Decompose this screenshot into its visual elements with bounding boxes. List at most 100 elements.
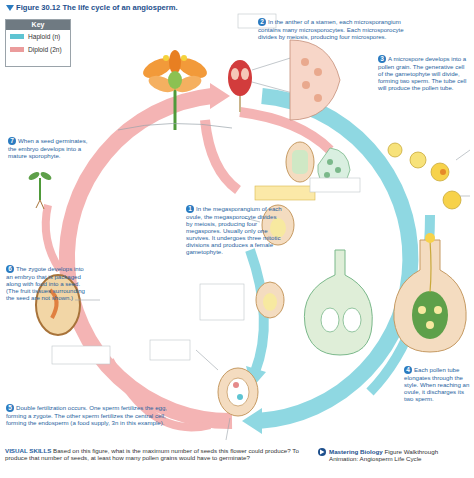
- step-callout: 2In the anther of a stamen, each microsp…: [258, 18, 422, 40]
- ovules: [286, 142, 314, 182]
- legend-swatch: [10, 34, 24, 39]
- flower: [181, 55, 187, 61]
- microsporangium: [290, 40, 350, 190]
- ovaries-with-pollen-tube: [418, 306, 426, 314]
- legend-swatch: [10, 47, 24, 52]
- ovaries-with-pollen-tube: [434, 306, 442, 314]
- step-text: In the anther of a stamen, each microspo…: [258, 18, 404, 40]
- callout-number: 5: [6, 404, 14, 412]
- pollen-grains: [431, 163, 449, 181]
- cycle-arrows: [46, 205, 60, 270]
- blank-label-boxes: [52, 14, 360, 364]
- pollen-grains: [410, 152, 426, 168]
- microsporangium: [324, 172, 330, 178]
- ovaries-with-pollen-tube: [430, 240, 431, 292]
- seedling: [27, 170, 52, 209]
- blank-label-boxes: [255, 186, 315, 200]
- callout-number: 3: [378, 55, 386, 63]
- pollen-grains: [388, 143, 470, 209]
- cycle-arrows: [205, 120, 238, 190]
- ovules: [263, 293, 277, 311]
- seedling: [36, 200, 44, 209]
- microsporangium: [335, 167, 341, 173]
- mastering-link: Mastering Biology Figure WalkthroughAnim…: [329, 448, 471, 463]
- flower: [169, 50, 181, 74]
- double-fertilization: [218, 368, 258, 416]
- anther: [231, 68, 239, 80]
- anther: [239, 95, 241, 112]
- legend-box: KeyHaploid (n) Diploid (2n): [5, 19, 71, 67]
- flower: [118, 123, 232, 130]
- anther: [228, 60, 252, 96]
- cycle-arrows: [240, 112, 330, 150]
- callout-number: 4: [404, 366, 412, 374]
- step-callout: 7When a seed germinates, the embryo deve…: [8, 137, 88, 159]
- ovules: [292, 150, 308, 174]
- legend-row: Haploid (n): [6, 30, 70, 43]
- double-fertilization: [237, 394, 243, 400]
- double-fertilization: [233, 382, 239, 388]
- ovaries-with-pollen-tube: [304, 250, 372, 355]
- seedling: [39, 178, 41, 200]
- callout-number: 1: [186, 205, 194, 213]
- figure-title: Figure 30.12 The life cycle of an angios…: [16, 3, 178, 12]
- microsporangium: [314, 68, 322, 76]
- seed: [75, 300, 100, 301]
- step-callout: 5Double fertilization occurs. One sperm …: [6, 404, 172, 426]
- cycle-arrows: [46, 83, 430, 434]
- ovules: [256, 282, 284, 318]
- legend-heading: Key: [6, 20, 70, 30]
- ovaries-with-pollen-tube: [321, 308, 339, 332]
- pollen-grains: [456, 150, 470, 160]
- title-marker: [6, 5, 14, 11]
- ovaries-with-pollen-tube: [426, 321, 434, 329]
- ovaries-with-pollen-tube: [304, 233, 466, 355]
- pollen-grains: [443, 191, 461, 209]
- blank-label-boxes: [52, 346, 110, 364]
- double-fertilization: [226, 418, 230, 440]
- microsporangium: [327, 159, 333, 165]
- legend-text: Diploid (2n): [28, 46, 62, 53]
- link-arrow: [318, 448, 326, 456]
- step-callout: 4Each pollen tube elongates through the …: [404, 366, 472, 402]
- legend-text: Haploid (n): [28, 33, 60, 40]
- cycle-arrows: [210, 83, 230, 109]
- pollen-grains: [440, 169, 446, 175]
- callout-number: 7: [8, 137, 16, 145]
- ovaries-with-pollen-tube: [412, 291, 448, 339]
- pollen-grains: [460, 196, 470, 197]
- visual-skills-heading: VISUAL SKILLS: [5, 447, 51, 454]
- anther: [241, 68, 249, 80]
- link-source: Mastering Biology: [329, 448, 383, 455]
- flower: [168, 71, 182, 89]
- link-arrow: [320, 450, 325, 455]
- microsporangium: [302, 81, 310, 89]
- legend-title: Key: [32, 21, 45, 28]
- step-text: Double fertilization occurs. One sperm f…: [6, 404, 167, 426]
- blank-label-boxes: [200, 284, 244, 320]
- step-text: A microspore develops into a pollen grai…: [378, 55, 466, 91]
- seed: [50, 290, 57, 318]
- flower: [163, 55, 169, 61]
- ovaries-with-pollen-tube: [343, 308, 361, 332]
- step-callout: 1In the megasporangium of each ovule, th…: [186, 205, 282, 256]
- step-text: Each pollen tube elongates through the s…: [404, 366, 469, 402]
- seedling: [27, 170, 40, 181]
- step-text: When a seed germinates, the embryo devel…: [8, 137, 87, 159]
- link-text: Figure Walkthrough: [384, 448, 438, 455]
- step-callout: 6The zygote develops into an embryo that…: [6, 265, 88, 301]
- double-fertilization: [196, 350, 218, 370]
- blank-label-boxes: [310, 178, 360, 192]
- link-arrow: [318, 448, 326, 456]
- ovaries-with-pollen-tube: [425, 233, 435, 243]
- microsporangium: [290, 40, 340, 120]
- step-text: In the megasporangium of each ovule, the…: [186, 205, 282, 255]
- legend-row: Diploid (2n): [6, 43, 70, 56]
- callout-number: 2: [258, 18, 266, 26]
- double-fertilization: [196, 350, 258, 440]
- double-fertilization: [227, 378, 249, 406]
- blank-label-boxes: [150, 340, 190, 360]
- pollen-grains: [388, 143, 402, 157]
- microsporangium: [314, 94, 322, 102]
- title-marker: [6, 5, 14, 11]
